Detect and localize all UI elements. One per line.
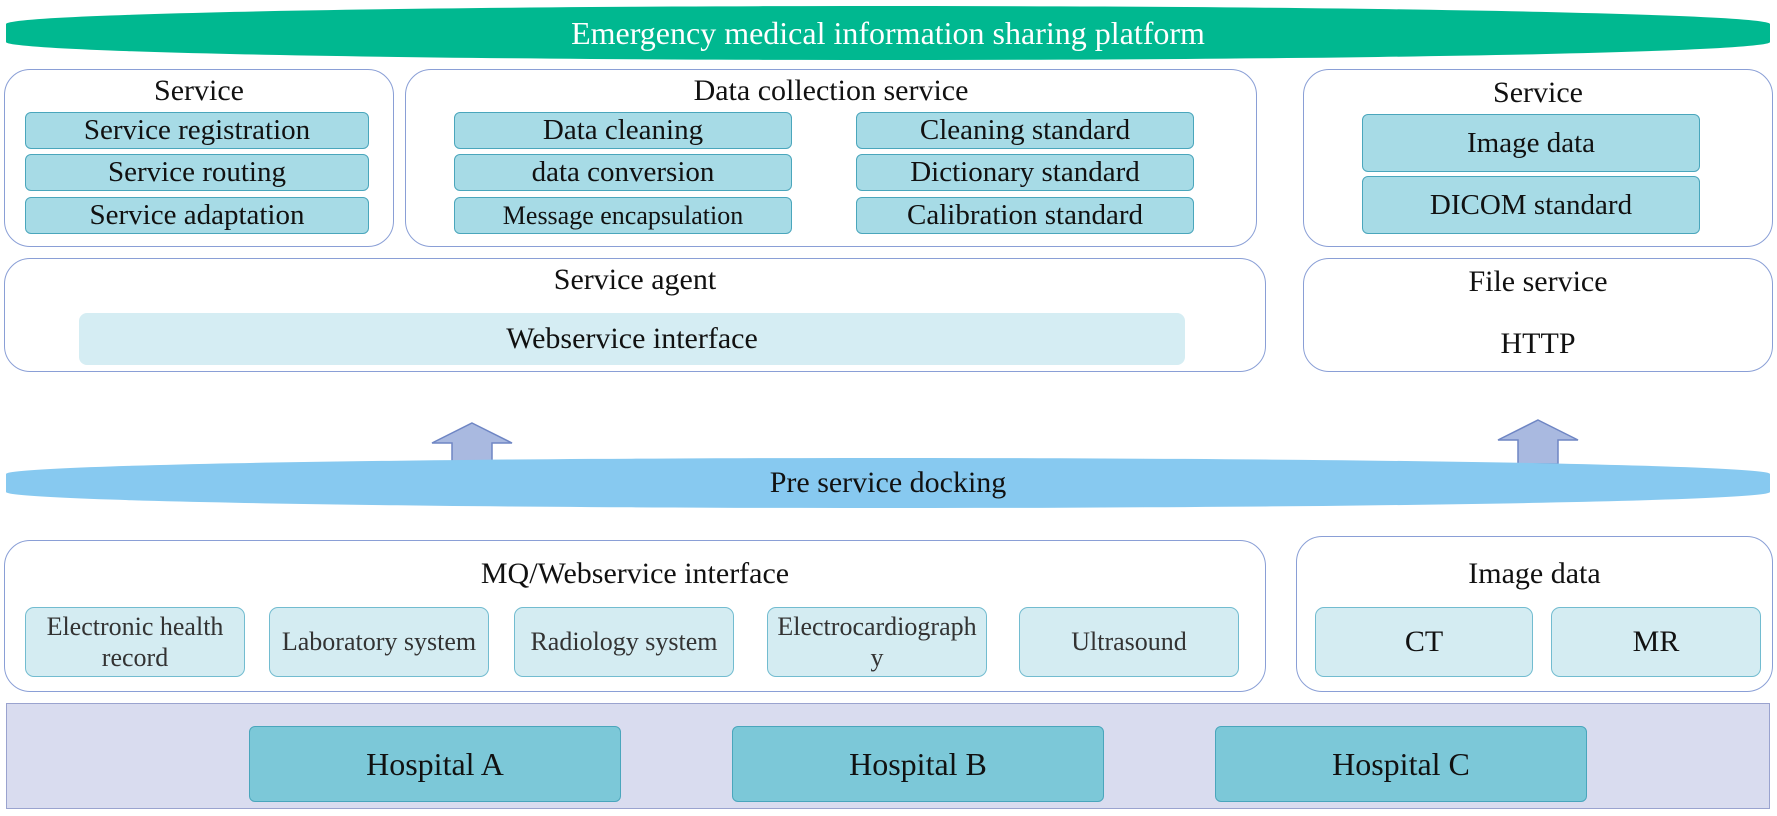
http-label: HTTP [1500,327,1576,360]
hospital-a-box: Hospital A [249,726,621,802]
service-agent-panel: Service agent Webservice interface [4,258,1266,372]
ct-chip: CT [1315,607,1533,677]
hospital-b-box: Hospital B [732,726,1104,802]
pre-service-docking-label: Pre service docking [769,466,1007,499]
service-registration-chip: Service registration [25,112,369,149]
webservice-interface-bar: Webservice interface [79,313,1185,365]
dictionary-standard-chip: Dictionary standard [856,154,1194,191]
file-service-title: File service [1468,265,1608,298]
service-right-title: Service [1493,76,1583,109]
image-data-panel: Image data CT MR [1296,536,1773,692]
cleaning-standard-chip: Cleaning standard [856,112,1194,149]
platform-banner: Emergency medical information sharing pl… [6,6,1770,60]
image-data-title: Image data [1468,557,1601,590]
system-chip-laboratory: Laboratory system [269,607,489,677]
service-agent-title: Service agent [553,263,717,296]
data-collection-panel: Data collection service Data cleaning da… [405,69,1257,247]
service-panel-left: Service Service registration Service rou… [4,69,394,247]
dicom-standard-chip: DICOM standard [1362,176,1700,234]
system-chip-radiology: Radiology system [514,607,734,677]
system-chip-ehr: Electronic health record [25,607,245,677]
service-left-title: Service [154,74,244,107]
mq-interface-title: MQ/Webservice interface [480,557,790,590]
data-collection-title: Data collection service [693,74,969,107]
system-chip-electrocardiography: Electrocardiography [767,607,987,677]
hospitals-band: Hospital A Hospital B Hospital C [6,703,1770,809]
webservice-interface-label: Webservice interface [506,322,758,355]
service-routing-chip: Service routing [25,154,369,191]
data-conversion-chip: data conversion [454,154,792,191]
service-panel-right: Service Image data DICOM standard [1303,69,1773,247]
message-encapsulation-chip: Message encapsulation [454,197,792,234]
file-service-panel: File service HTTP [1303,258,1773,372]
pre-service-docking-band: Pre service docking [6,458,1770,508]
service-adaptation-chip: Service adaptation [25,197,369,234]
platform-title: Emergency medical information sharing pl… [571,14,1205,51]
data-cleaning-chip: Data cleaning [454,112,792,149]
up-arrow-right-icon [1497,419,1579,465]
system-chip-ultrasound: Ultrasound [1019,607,1239,677]
hospital-c-box: Hospital C [1215,726,1587,802]
image-data-chip: Image data [1362,114,1700,172]
calibration-standard-chip: Calibration standard [856,197,1194,234]
mr-chip: MR [1551,607,1761,677]
mq-interface-panel: MQ/Webservice interface Electronic healt… [4,540,1266,692]
